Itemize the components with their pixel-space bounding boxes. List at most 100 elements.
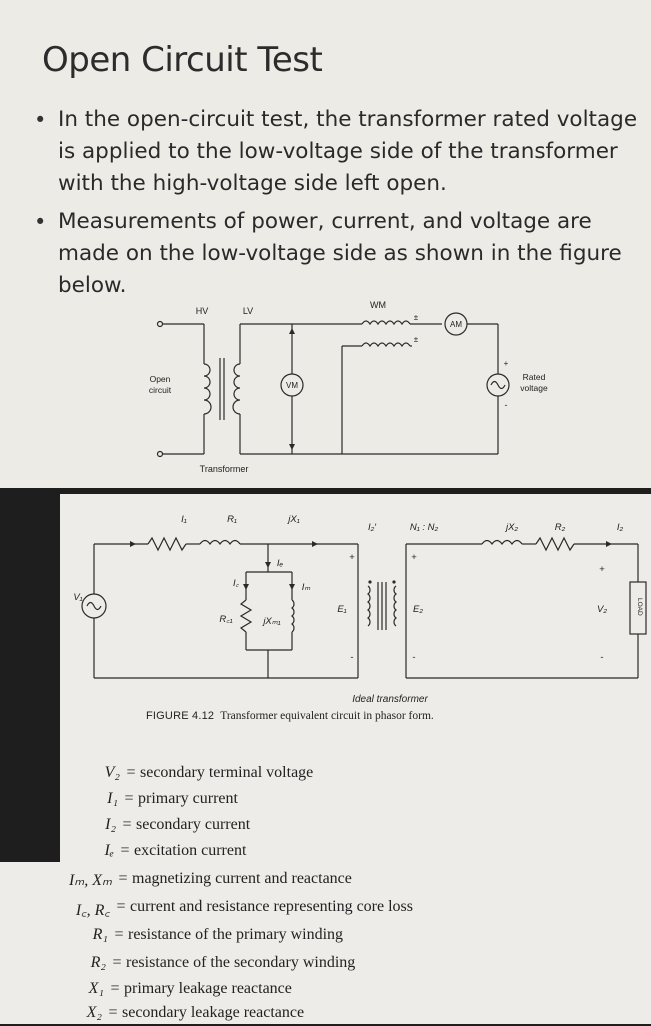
ie-label: Iₑ <box>277 558 284 569</box>
r1-resistor <box>147 536 187 552</box>
definition-meaning: excitation current <box>134 842 247 859</box>
definition-equals: = <box>112 954 122 971</box>
source-minus: - <box>505 400 508 410</box>
definition-row: X₁ =primary leakage reactance <box>89 980 292 1002</box>
wm-voltage-polarity: ± <box>414 335 419 344</box>
ac-source-circle <box>486 373 510 397</box>
jxm1-inductor <box>291 599 295 633</box>
im-label: Iₘ <box>302 582 311 593</box>
rated-voltage-label-line2: voltage <box>520 383 548 393</box>
definition-equals: = <box>124 790 134 807</box>
definition-meaning: primary current <box>138 790 238 807</box>
bullet-text: In the open-circuit test, the transforme… <box>58 107 638 196</box>
i1-label: I₁ <box>181 514 187 525</box>
jx2-inductor <box>481 539 523 546</box>
definition-equals: = <box>108 1004 118 1021</box>
r2-resistor <box>535 536 575 552</box>
definition-symbol: R₁ <box>92 926 108 943</box>
wattmeter-voltage-coil <box>361 342 411 348</box>
slide-panel: Open Circuit Test • In the open-circuit … <box>0 0 651 488</box>
definition-symbol: X₁ <box>88 980 104 997</box>
definition-row: X₂ =secondary leakage reactance <box>87 1004 305 1026</box>
open-circuit-test-diagram: HV LV WM AM VM ± ± + - Open circuit Rate… <box>149 300 548 474</box>
ideal-primary-coil <box>367 585 371 627</box>
definition-meaning: resistance of the primary winding <box>128 926 344 943</box>
bullet-dot-icon: • <box>34 210 47 234</box>
rc1-resistor <box>239 599 253 633</box>
v2-minus: - <box>600 652 603 663</box>
definition-symbol: X₂ <box>86 1004 102 1021</box>
i2p-arrow <box>312 541 318 547</box>
hv-label: HV <box>196 306 209 316</box>
transformer-equivalent-circuit-diagram: I₁ R₁ jX₁ I₂′ N₁ : N₂ jX₂ R₂ I₂ Iₑ I꜀ Iₘ… <box>73 514 647 705</box>
voltmeter-circle <box>280 373 304 397</box>
definition-meaning: magnetizing current and reactance <box>132 870 352 887</box>
im-arrow <box>289 584 295 590</box>
r2-label: R₂ <box>555 522 566 533</box>
definition-row: Iₘ, Xₘ =magnetizing current and reactance <box>69 870 352 892</box>
hv-terminal-bottom <box>156 450 164 458</box>
wm-label: WM <box>370 300 386 310</box>
definition-meaning: resistance of the secondary winding <box>126 954 356 971</box>
definition-symbol: R₂ <box>90 954 106 971</box>
primary-source-circle <box>81 593 107 619</box>
v2-label: V₂ <box>597 604 607 615</box>
definition-meaning: primary leakage reactance <box>124 980 292 997</box>
lv-coil <box>232 363 241 415</box>
bullet-text: Measurements of power, current, and volt… <box>58 209 622 298</box>
definition-symbol: I₁ <box>107 790 118 807</box>
e1-label: E₁ <box>337 604 346 615</box>
slide-title: Open Circuit Test <box>42 40 323 80</box>
ratio-label: N₁ : N₂ <box>410 522 439 533</box>
am-label: AM <box>450 320 462 329</box>
sheet-lower-edge <box>0 862 60 1024</box>
i1-arrow <box>130 541 136 547</box>
e2-plus: + <box>411 552 417 563</box>
vm-arrow-bottom <box>289 444 295 450</box>
definition-meaning: secondary leakage reactance <box>122 1004 305 1021</box>
definition-equals: = <box>126 764 136 781</box>
hv-coil <box>203 363 212 415</box>
bullet-dot-icon: • <box>34 108 47 132</box>
definition-meaning: secondary current <box>136 816 251 833</box>
equivalent-circuit-sheet: I₁ R₁ jX₁ I₂′ N₁ : N₂ jX₂ R₂ I₂ Iₑ I꜀ Iₘ… <box>60 494 651 1024</box>
definition-equals: = <box>120 842 130 859</box>
ac-source-wave <box>490 380 506 390</box>
definition-symbol: Iₑ <box>104 842 114 859</box>
jxm1-label: jXₘ₁ <box>261 616 280 627</box>
bullet-item: • Measurements of power, current, and vo… <box>30 206 640 302</box>
figure-caption-label: FIGURE 4.12 <box>146 710 215 722</box>
bullet-item: • In the open-circuit test, the transfor… <box>30 104 640 200</box>
rated-voltage-label-line1: Rated <box>523 372 546 382</box>
definition-symbol: Iₘ, Xₘ <box>68 872 112 889</box>
definition-row: R₂ =resistance of the secondary winding <box>91 954 356 976</box>
jx1-label: jX₁ <box>286 514 299 525</box>
definition-symbol: V₂ <box>104 764 120 781</box>
ic-arrow <box>243 584 249 590</box>
v1-label: V₁ <box>73 592 82 603</box>
v2-plus: + <box>599 564 605 575</box>
definition-row: R₁ =resistance of the primary winding <box>93 926 344 948</box>
open-circuit-label-line1: Open <box>150 374 171 384</box>
definition-equals: = <box>110 980 120 997</box>
definition-meaning: current and resistance representing core… <box>130 898 413 915</box>
transformer-label: Transformer <box>200 464 249 474</box>
definition-symbol: I꜀, R꜀ <box>75 902 110 919</box>
rc1-label: R꜀₁ <box>219 614 232 625</box>
e2-label: E₂ <box>413 604 423 615</box>
e2-minus: - <box>412 652 415 663</box>
bullet-list: • In the open-circuit test, the transfor… <box>30 104 640 308</box>
definition-equals: = <box>118 870 128 887</box>
definition-equals: = <box>114 926 124 943</box>
definition-equals: = <box>116 898 126 915</box>
definition-row: I꜀, R꜀ =current and resistance representi… <box>76 898 413 920</box>
source-plus: + <box>504 359 509 368</box>
ic-label: I꜀ <box>233 578 240 589</box>
open-circuit-label-line2: circuit <box>149 385 172 395</box>
ideal-secondary-coil <box>393 585 397 627</box>
ie-arrow <box>265 562 271 568</box>
e1-minus: - <box>350 652 353 663</box>
e1-plus: + <box>349 552 355 563</box>
ideal-transformer-label: Ideal transformer <box>352 694 428 705</box>
